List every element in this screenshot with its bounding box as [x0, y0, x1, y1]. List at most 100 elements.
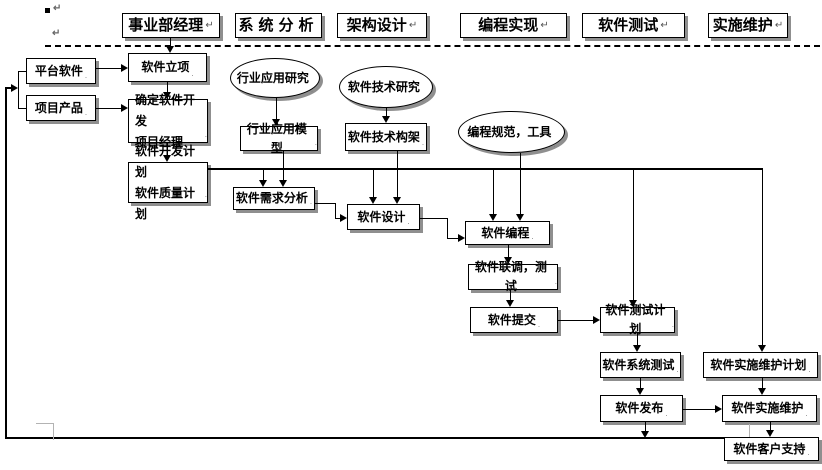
node-implementation-maintenance[interactable]: 软件实施维护.	[722, 395, 817, 422]
node-label: 行业应用模型	[246, 121, 307, 155]
connector-line	[447, 238, 459, 239]
gray-connector-line	[36, 423, 54, 424]
node-customer-support[interactable]: 软件客户支持.	[724, 437, 819, 461]
arrowhead-down	[163, 92, 171, 99]
node-label: 软件需求分析	[235, 191, 308, 205]
node-coding-standards-ellipse[interactable]: 编程规范，工具.	[458, 111, 565, 153]
connector-line	[96, 68, 122, 69]
connector-line	[683, 409, 716, 410]
connector-line	[520, 153, 521, 215]
arrowhead-down	[758, 345, 766, 352]
connector-line	[335, 218, 341, 219]
node-tech-architecture[interactable]: 软件技术构架.	[345, 123, 427, 151]
node-system-test[interactable]: 软件系统测试.	[600, 352, 681, 378]
line-end-mark: .	[84, 71, 88, 80]
connector-line	[315, 203, 336, 204]
arrowhead-down	[279, 180, 287, 187]
connector-line	[397, 151, 398, 198]
line-end-mark: .	[314, 138, 317, 147]
paragraph-mark: ↵	[408, 20, 418, 31]
connector-line	[558, 320, 594, 321]
arrowhead-down	[629, 300, 637, 307]
arrowhead-down	[516, 214, 524, 221]
node-label: 软件提交	[487, 312, 536, 327]
line-end-mark: .	[671, 320, 674, 329]
connector-line	[18, 71, 26, 72]
lane-label: 实施维护	[712, 17, 773, 34]
node-industry-model[interactable]: 行业应用模型.	[240, 122, 318, 155]
paragraph-mark: ↵	[774, 20, 784, 31]
node-platform-software[interactable]: 平台软件.	[26, 58, 96, 84]
line-end-mark: .	[805, 409, 808, 418]
node-software-submission[interactable]: 软件提交.	[470, 307, 558, 333]
line-end-mark: .	[553, 140, 556, 149]
arrowhead-down	[163, 155, 171, 162]
connector-line	[170, 38, 171, 47]
lane-label: 事业部经理	[128, 17, 204, 34]
lane-label: 架构设计	[346, 17, 407, 34]
line-end-mark: .	[84, 108, 88, 117]
arrowhead-down	[489, 214, 497, 221]
line-end-mark: .	[807, 448, 810, 457]
connector-line	[762, 169, 763, 346]
connector-line	[762, 378, 763, 389]
node-label: 软件编程	[481, 225, 530, 240]
node-label: 软件发布	[615, 401, 664, 415]
lane-label: 系统分析	[238, 17, 319, 34]
node-dev-and-quality-plan[interactable]: 软件开发计划 软件质量计划.	[128, 144, 208, 221]
connector-line	[263, 169, 264, 181]
node-requirements-analysis[interactable]: 软件需求分析.	[233, 187, 315, 210]
node-software-design[interactable]: 软件设计.	[347, 204, 420, 230]
connector-line	[447, 218, 448, 239]
node-label: 软件实施维护	[731, 401, 804, 415]
node-industry-research-ellipse[interactable]: 行业应用研究.	[230, 58, 320, 98]
arrowhead-right	[121, 64, 128, 72]
node-project-product[interactable]: 项目产品.	[26, 95, 96, 121]
arrowhead-down	[636, 388, 644, 395]
line-end-mark: .	[676, 365, 679, 374]
line-end-mark: .	[421, 138, 425, 147]
node-label: 软件开发计划 软件质量计划	[135, 143, 196, 221]
connector-line	[276, 98, 277, 119]
lane-implementation-maintenance[interactable]: 实施维护↵	[708, 13, 788, 38]
line-end-mark: .	[191, 69, 194, 78]
node-label: 软件客户支持	[733, 441, 806, 456]
line-end-mark: .	[309, 197, 313, 206]
lane-system-analysis[interactable]: 系统分析	[235, 13, 322, 38]
connector-line	[493, 169, 494, 215]
node-software-coding[interactable]: 软件编程.	[465, 221, 550, 245]
arrowhead-right	[121, 104, 128, 112]
arrowhead-right	[715, 405, 722, 413]
line-end-mark: .	[407, 217, 410, 226]
paragraph-mark: ↵	[205, 20, 214, 31]
node-software-release[interactable]: 软件发布.	[600, 395, 683, 422]
connector-line	[208, 168, 763, 170]
node-assign-project-manager[interactable]: 确定软件开发 项目经理.	[128, 93, 208, 149]
lane-software-testing[interactable]: 软件测试↵	[582, 13, 685, 38]
paragraph-mark: ↵	[540, 20, 549, 31]
arrowhead-down	[272, 119, 280, 126]
lane-programming[interactable]: 编程实现↵	[460, 13, 567, 38]
node-label: 行业应用研究	[236, 70, 309, 85]
gray-connector-line	[53, 423, 54, 440]
node-integration-test[interactable]: 软件联调，测试.	[468, 260, 558, 293]
arrowhead-down	[369, 197, 377, 204]
line-end-mark: .	[808, 365, 811, 374]
bullet-square	[45, 8, 50, 13]
line-end-mark: .	[310, 85, 314, 94]
connector-line	[96, 108, 122, 109]
node-test-plan[interactable]: 软件测试计划.	[600, 303, 675, 336]
lane-label: 软件测试	[598, 17, 659, 34]
lane-business-unit-manager[interactable]: 事业部经理↵	[122, 13, 220, 38]
line-end-mark: .	[204, 130, 207, 139]
arrowhead-down	[633, 345, 641, 352]
node-maintenance-plan[interactable]: 软件实施维护计划.	[703, 352, 818, 378]
paragraph-mark: ↵	[660, 20, 669, 31]
node-project-initiation[interactable]: 软件立项.	[128, 53, 207, 82]
arrowhead-right	[593, 316, 600, 324]
node-tech-research-ellipse[interactable]: 软件技术研究.	[339, 66, 433, 108]
arrowhead-down	[259, 180, 267, 187]
arrowhead-down	[166, 46, 174, 53]
lane-architecture-design[interactable]: 架构设计↵	[337, 13, 427, 38]
node-label: 编程规范，工具	[467, 124, 552, 139]
